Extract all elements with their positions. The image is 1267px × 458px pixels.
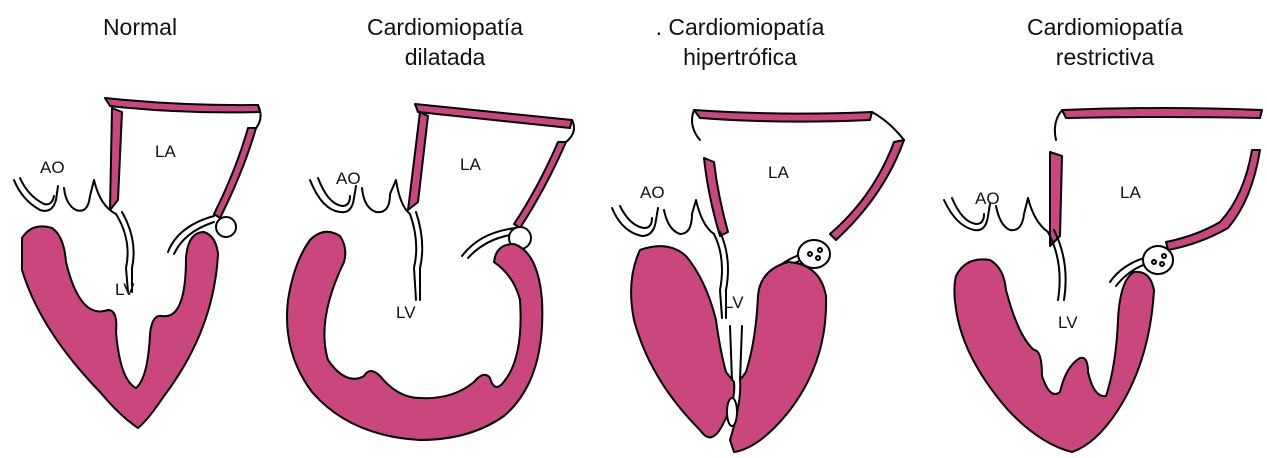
mitral-leaflet-anterior [714,234,722,318]
annulus-dot [1160,262,1164,266]
label-la: LA [155,142,176,161]
mitral-leaflet-anterior-2 [416,212,422,300]
la-left-wall [110,108,122,210]
label-lv: LV [115,280,135,299]
annulus-dot [1162,254,1166,258]
la-left-wall [408,112,428,210]
la-top-wall [1062,108,1262,118]
annulus-dot [808,252,812,256]
lv-cavity-slit [730,326,742,380]
la-left-notch [1055,110,1062,140]
la-right-wall [514,142,566,228]
label-lv: LV [1058,313,1078,332]
heart-dilated: AO LA LV [287,104,574,440]
annulus-dot [1152,260,1156,264]
mitral-annulus [798,240,830,268]
la-right-wall [1166,150,1260,250]
lv-free-wall [730,262,826,452]
label-ao: AO [975,189,1000,208]
annulus-dot [818,248,822,252]
mitral-leaflet-anterior [410,214,416,300]
aorta [14,178,116,214]
label-la: LA [1120,183,1141,202]
la-top-wall [415,104,572,128]
heart-restrictive: AO LA LV [944,108,1262,452]
lv-septum [631,246,734,437]
label-ao: AO [336,169,361,188]
label-la: LA [460,155,481,174]
la-right-wall [214,128,256,218]
mitral-annulus [1143,246,1173,274]
la-top-wall [694,110,872,122]
la-left-wall [704,158,728,236]
lv-myocardium [954,259,1154,452]
label-lv: LV [396,303,416,322]
lv-apex-cavity [727,398,737,426]
label-ao: AO [40,158,65,177]
mitral-annulus [216,217,236,237]
label-lv: LV [724,293,744,312]
annulus-dot [816,256,820,260]
heart-hypertrophic: AO LA LV [612,110,904,452]
la-top-wall [105,98,260,112]
label-ao: AO [640,183,665,202]
lv-myocardium [22,226,218,428]
aorta [612,200,714,236]
la-right-notch [872,112,904,140]
la-right-wall [830,140,904,240]
heart-normal: AO LA LV [14,98,261,428]
label-la: LA [768,163,789,182]
